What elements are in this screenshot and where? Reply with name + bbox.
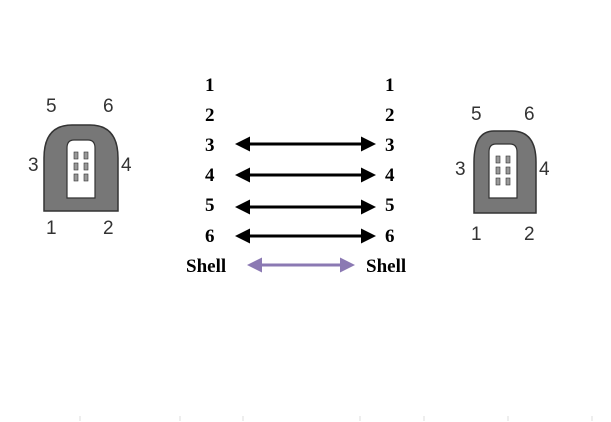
right-pin-5: 5 [385,195,395,216]
right-pin-column: 1 2 3 4 5 6 Shell [366,75,406,277]
right-pin-1: 1 [385,75,395,96]
left-pin-3: 3 [205,135,215,156]
right-shell-label: Shell [366,256,406,277]
right-connector: 5 6 3 4 1 2 [455,104,550,245]
left-connector-label-3: 3 [28,155,39,176]
right-connector-label-5: 5 [471,104,482,125]
left-connector-socket [66,139,96,199]
left-pin-6: 6 [205,226,215,247]
connection-arrows [235,136,376,273]
left-connector-label-1: 1 [46,218,57,239]
right-connector-label-4: 4 [539,159,550,180]
right-pin-2: 2 [385,105,395,126]
left-pin-1: 1 [205,75,215,96]
right-connector-contacts [495,155,511,186]
left-connector-label-4: 4 [121,155,132,176]
right-connector-socket [488,143,518,199]
left-shell-label: Shell [186,256,226,277]
left-connector-label-2: 2 [103,218,114,239]
right-pin-3: 3 [385,135,395,156]
right-pin-4: 4 [385,165,395,186]
left-connector-contacts [73,151,89,182]
bottom-tick-marks [79,416,593,421]
left-pin-column: 1 2 3 4 5 6 Shell [186,75,226,277]
left-connector: 5 6 3 4 1 2 [28,96,132,239]
right-pin-6: 6 [385,226,395,247]
left-pin-4: 4 [205,165,215,186]
right-connector-label-1: 1 [471,224,482,245]
left-pin-2: 2 [205,105,215,126]
right-connector-label-6: 6 [524,104,535,125]
right-connector-label-2: 2 [524,224,535,245]
right-connector-label-3: 3 [455,159,466,180]
left-connector-label-6: 6 [103,96,114,117]
left-pin-5: 5 [205,195,215,216]
left-connector-label-5: 5 [46,96,57,117]
